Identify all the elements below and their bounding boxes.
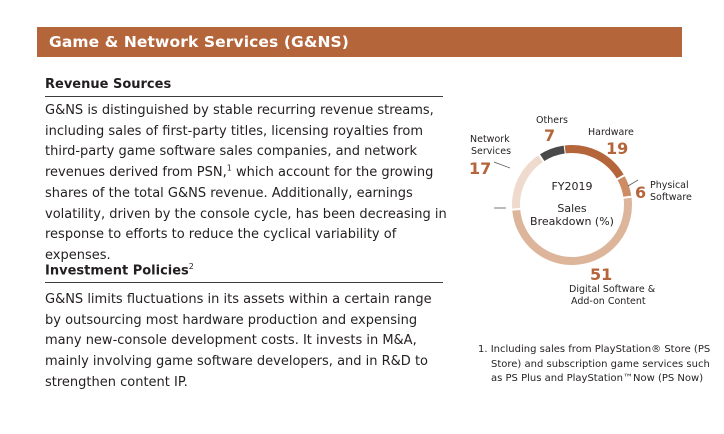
label-hardware: Hardware xyxy=(588,127,634,138)
label-others: Others xyxy=(536,115,568,126)
footnote: 1. Including sales from PlayStation® Sto… xyxy=(478,343,716,387)
donut-svg xyxy=(493,143,639,265)
value-others: 7 xyxy=(544,126,556,145)
revenue-heading-text: Revenue Sources xyxy=(45,77,172,92)
revenue-text-part2: which account for the growing shares of … xyxy=(45,165,447,263)
leader-line xyxy=(493,161,511,169)
investment-heading-text: Investment Policies xyxy=(45,263,189,279)
value-hardware: 19 xyxy=(606,139,629,158)
leader-line xyxy=(627,179,639,187)
investment-text: G&NS limits fluctuations in its assets w… xyxy=(45,292,432,390)
donut-slice-others xyxy=(539,145,565,162)
label-digital-1: Digital Software & xyxy=(569,284,656,295)
section-title: Game & Network Services (G&NS) xyxy=(49,33,349,51)
slice-separator xyxy=(621,195,634,200)
section-banner: Game & Network Services (G&NS) xyxy=(37,27,682,57)
footnote-ref-2: 2 xyxy=(188,262,194,271)
value-network: 17 xyxy=(469,159,492,178)
label-network-1: Network xyxy=(470,134,510,145)
value-physical: 6 xyxy=(635,183,647,202)
footnote-number: 1. xyxy=(478,344,488,355)
revenue-text-part1: G&NS is distinguished by stable recurrin… xyxy=(45,103,434,181)
sales-breakdown-chart: FY2019 Sales Breakdown (%) Hardware 19 P… xyxy=(460,110,700,320)
chart-center-sub1: Sales xyxy=(557,202,587,215)
investment-paragraph: G&NS limits fluctuations in its assets w… xyxy=(45,290,450,394)
slice-separator xyxy=(614,173,627,182)
donut-slice-network-services xyxy=(512,154,544,210)
label-network-2: Services xyxy=(471,146,512,157)
revenue-sources-heading: Revenue Sources xyxy=(45,77,443,97)
footnote-ref-1: 1 xyxy=(226,163,232,173)
slice-separator xyxy=(537,152,546,164)
revenue-paragraph: G&NS is distinguished by stable recurrin… xyxy=(45,101,450,267)
chart-center-sub2: Breakdown (%) xyxy=(530,215,614,228)
chart-center-year: FY2019 xyxy=(551,180,593,193)
investment-policies-heading: Investment Policies2 xyxy=(45,262,443,284)
donut-slice-digital-software xyxy=(512,196,632,265)
value-digital: 51 xyxy=(590,265,613,284)
slice-separator xyxy=(510,207,523,211)
label-physical-1: Physical xyxy=(650,180,689,191)
footnote-text: Including sales from PlayStation® Store … xyxy=(490,344,711,385)
donut-slice-hardware xyxy=(563,145,625,180)
label-physical-2: Software xyxy=(650,192,692,203)
label-digital-2: Add-on Content xyxy=(571,296,646,307)
